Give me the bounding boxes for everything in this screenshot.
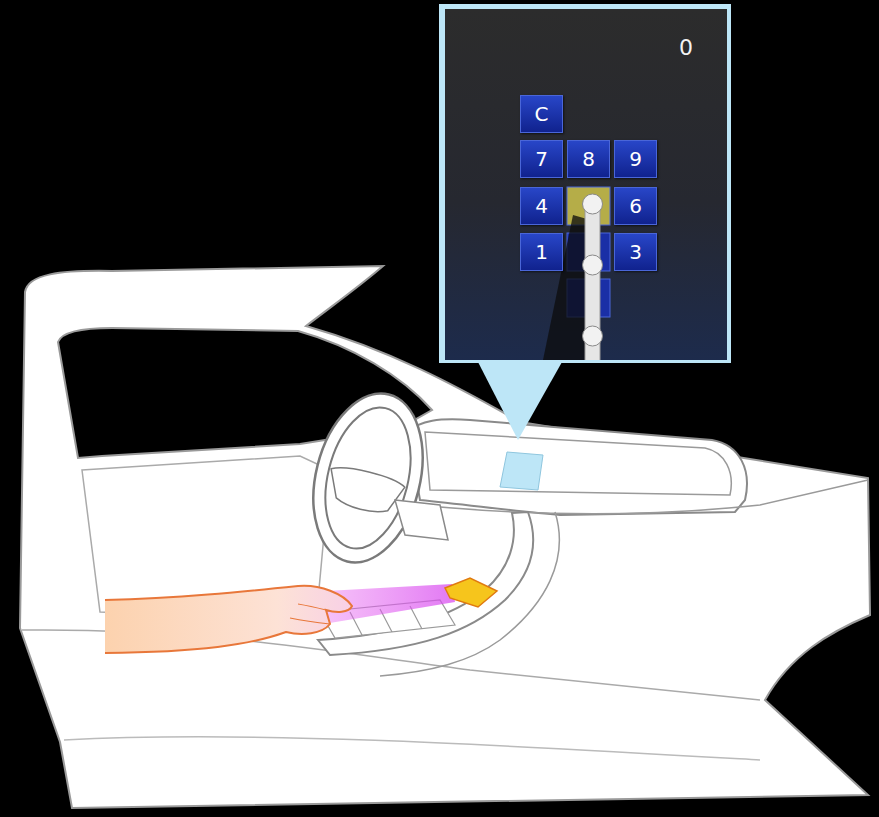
key-label: 7 (535, 147, 548, 171)
steering-wheel (297, 382, 440, 574)
callout-frame (439, 4, 731, 363)
keypad-key: 7 (520, 140, 563, 178)
hand-finger-lines (290, 604, 330, 624)
dash-inner-line (418, 480, 868, 514)
gesture-sensor (445, 578, 497, 607)
finger-joint (583, 326, 603, 346)
callout-pointer (478, 362, 562, 440)
finger-joint (583, 194, 603, 214)
keypad-display-panel: 0C 7 8 9 4 6 1 3 (445, 9, 727, 360)
floor-line (64, 737, 760, 760)
keypad-key: C (520, 95, 563, 133)
key-label: 1 (535, 240, 548, 264)
keypad-key: 4 (520, 187, 563, 225)
keypad-key: 8 (567, 140, 610, 178)
steering-column (395, 500, 448, 540)
finger-joint (583, 255, 603, 275)
key-label: 3 (629, 240, 642, 264)
key-label: 4 (535, 194, 548, 218)
keypad-key: 1 (520, 233, 563, 271)
display-readout: 0 (445, 9, 727, 60)
center-console (318, 512, 533, 655)
keypad-key: 6 (614, 187, 657, 225)
dashboard-screen (425, 432, 731, 495)
keypad-key: 3 (614, 233, 657, 271)
dashboard (408, 419, 747, 515)
keypad-key: 9 (614, 140, 657, 178)
key-label: C (535, 102, 549, 126)
key-label: 8 (582, 147, 595, 171)
hand (105, 586, 352, 653)
key-label: 9 (629, 147, 642, 171)
key-label: 6 (629, 194, 642, 218)
finger-illustration (445, 9, 727, 360)
screen-marker (500, 452, 543, 490)
